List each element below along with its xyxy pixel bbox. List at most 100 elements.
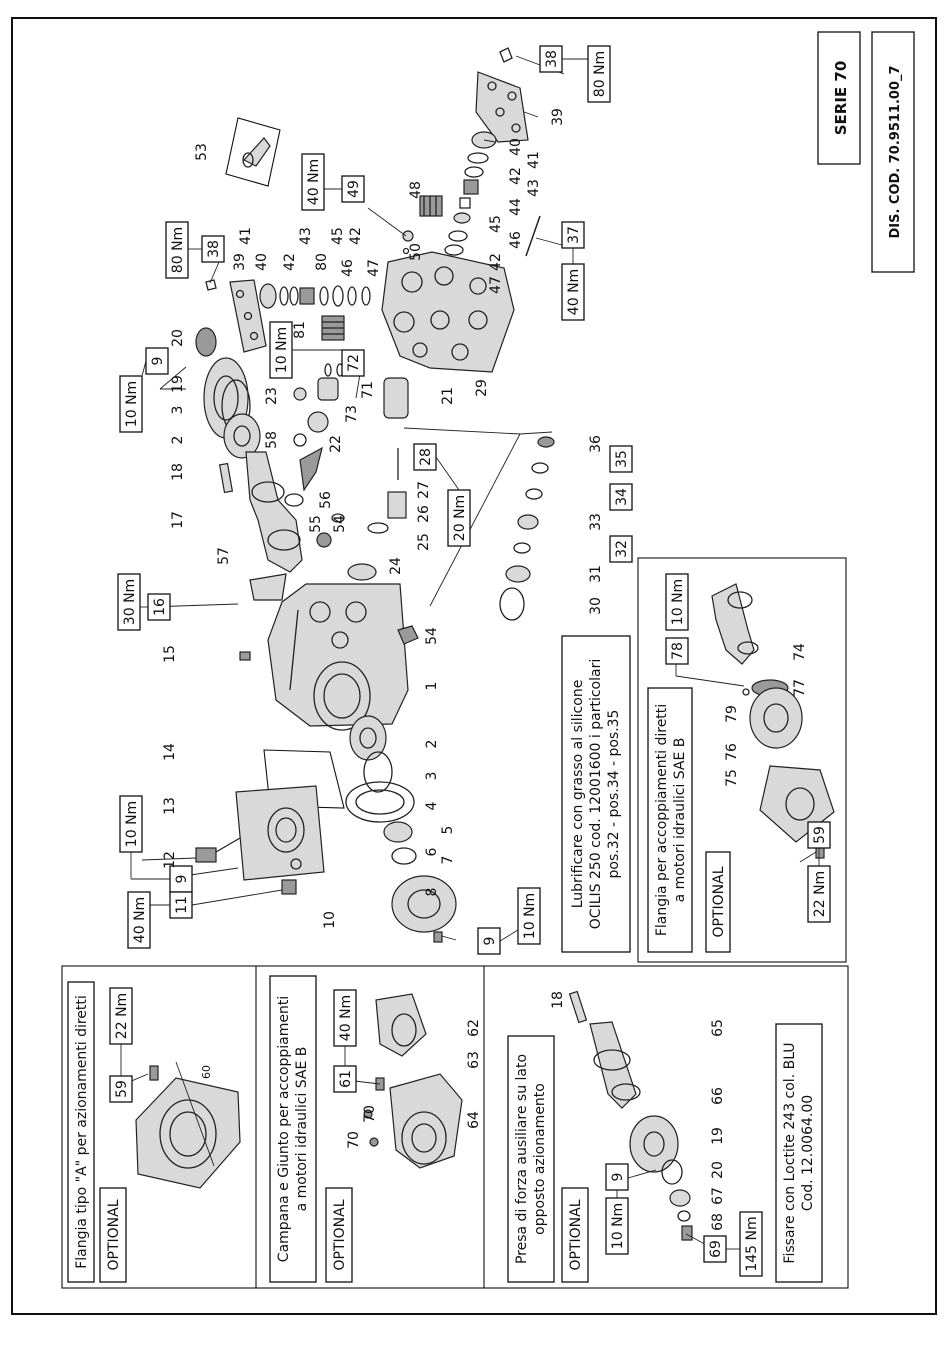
- label-15: 15: [162, 645, 178, 663]
- label-53: 53: [194, 143, 210, 161]
- svg-text:22 Nm: 22 Nm: [812, 871, 828, 917]
- dipstick-12: [195, 837, 241, 863]
- drawing-code: DIS. COD. 70.9511.00_7: [888, 65, 903, 238]
- seal-kit: [499, 436, 555, 621]
- torque-49: 49 40 Nm: [301, 153, 365, 211]
- svg-text:OPTIONAL: OPTIONAL: [106, 1199, 122, 1270]
- label-50: 50: [408, 243, 424, 261]
- screw-9-lower: [433, 931, 443, 943]
- svg-text:Campana e Giunto per accoppiam: Campana e Giunto per accoppiamenti: [276, 996, 292, 1262]
- svg-text:pos.32 - pos.34 - pos.35: pos.32 - pos.34 - pos.35: [606, 710, 622, 879]
- part-49: [402, 230, 414, 242]
- label-20-lower: 20: [710, 1161, 726, 1179]
- svg-text:145 Nm: 145 Nm: [744, 1216, 760, 1271]
- label-40-right: 40: [508, 138, 524, 156]
- label-79: 79: [724, 705, 740, 723]
- manifold-29: [381, 251, 515, 373]
- label-6: 6: [424, 847, 440, 856]
- label-57: 57: [216, 547, 232, 565]
- svg-text:40 Nm: 40 Nm: [132, 897, 148, 943]
- note-flange-a: Flangia tipo "A" per azionamenti diretti: [67, 981, 95, 1283]
- label-48: 48: [408, 181, 424, 199]
- svg-text:78: 78: [670, 642, 686, 660]
- valve-cover-right: [475, 47, 529, 143]
- label-43-left: 43: [298, 227, 314, 245]
- label-20-upper: 20: [170, 329, 186, 347]
- crankshaft-17: [245, 451, 303, 573]
- note-sae-b-flange: Flangia per accoppiamenti diretti a moto…: [647, 687, 693, 953]
- svg-text:10 Nm: 10 Nm: [124, 801, 140, 847]
- svg-text:9: 9: [150, 357, 166, 366]
- pto-drawing: [568, 990, 693, 1241]
- stud-37: [525, 215, 541, 257]
- label-42-right: 42: [508, 167, 524, 185]
- svg-text:a motori idraulici SAE B: a motori idraulici SAE B: [672, 738, 688, 903]
- svg-text:Fissare con Loctite 243 col. B: Fissare con Loctite 243 col. BLU: [782, 1042, 798, 1263]
- label-27: 27: [416, 481, 432, 499]
- svg-text:80 Nm: 80 Nm: [170, 227, 186, 273]
- torque-59-sae: 59 22 Nm: [807, 821, 831, 923]
- label-8: 8: [424, 888, 440, 897]
- label-76: 76: [724, 743, 740, 761]
- label-18-lower: 18: [550, 991, 566, 1009]
- label-47-left: 47: [366, 259, 382, 277]
- label-19-upper: 19: [170, 375, 186, 393]
- label-81: 81: [292, 321, 308, 339]
- label-44: 44: [508, 198, 524, 216]
- label-39-left: 39: [232, 253, 248, 271]
- svg-text:61: 61: [338, 1070, 354, 1088]
- svg-text:10 Nm: 10 Nm: [124, 381, 140, 427]
- svg-text:Presa di forza ausiliare su la: Presa di forza ausiliare su lato: [514, 1054, 530, 1264]
- label-43-right: 43: [526, 179, 542, 197]
- label-3-upper: 3: [170, 406, 186, 415]
- svg-text:40 Nm: 40 Nm: [338, 995, 354, 1041]
- cover-13: [235, 749, 345, 881]
- svg-text:Cod. 12.0064.00: Cod. 12.0064.00: [800, 1095, 816, 1211]
- svg-text:30 Nm: 30 Nm: [122, 579, 138, 625]
- svg-text:28: 28: [418, 448, 434, 466]
- boxed-part-35: 35: [609, 445, 633, 473]
- label-67: 67: [710, 1187, 726, 1205]
- label-71: 71: [360, 381, 376, 399]
- flange-a-drawing: [135, 1061, 241, 1189]
- plug-81: [321, 315, 345, 341]
- optional-label-flange-a: OPTIONAL: [99, 1187, 127, 1283]
- label-46-right: 46: [508, 231, 524, 249]
- label-12: 12: [162, 851, 178, 869]
- svg-text:OCILIS 250 cod. 12001600 i par: OCILIS 250 cod. 12001600 i particolari: [588, 659, 604, 929]
- svg-text:49: 49: [346, 180, 362, 198]
- torque-78: 78 10 Nm: [665, 573, 689, 665]
- valve-cover-left: [205, 279, 267, 353]
- crankcase-1: [267, 583, 409, 731]
- label-18-upper: 18: [170, 463, 186, 481]
- connecting-rods: [249, 446, 323, 601]
- label-7: 7: [440, 856, 456, 865]
- note-loctite: Fissare con Loctite 243 col. BLU Cod. 12…: [775, 1023, 823, 1283]
- label-2-lower: 2: [424, 740, 440, 749]
- torque-59-flange-a: 59 22 Nm: [109, 987, 133, 1103]
- series-box: SERIE 70: [817, 31, 861, 165]
- svg-text:opposto azionamento: opposto azionamento: [532, 1083, 548, 1235]
- key-18: [218, 462, 234, 494]
- boxed-part-34: 34: [609, 483, 633, 511]
- torque-9-lower: 9 10 Nm: [477, 887, 541, 955]
- svg-text:59: 59: [812, 826, 828, 844]
- plug-11: [281, 879, 297, 895]
- part-15: [239, 651, 251, 661]
- label-77: 77: [792, 679, 808, 697]
- note-pto: Presa di forza ausiliare su lato opposto…: [507, 1035, 555, 1283]
- valve-stack-right: [440, 131, 497, 268]
- torque-38-left: 38 80 Nm: [165, 221, 225, 279]
- label-80: 80: [314, 253, 330, 271]
- label-24: 24: [388, 557, 404, 575]
- label-75: 75: [724, 769, 740, 787]
- label-23: 23: [264, 387, 280, 405]
- svg-text:69: 69: [708, 1240, 724, 1258]
- svg-text:OPTIONAL: OPTIONAL: [332, 1199, 348, 1270]
- label-55: 55: [308, 515, 324, 533]
- note-lubricate: Lubrificare con grasso al silicone OCILI…: [561, 635, 631, 953]
- label-70-a: 70: [362, 1105, 378, 1123]
- svg-text:Flangia per accoppiamenti dire: Flangia per accoppiamenti diretti: [654, 704, 670, 936]
- label-58: 58: [264, 431, 280, 449]
- svg-text:20 Nm: 20 Nm: [452, 495, 468, 541]
